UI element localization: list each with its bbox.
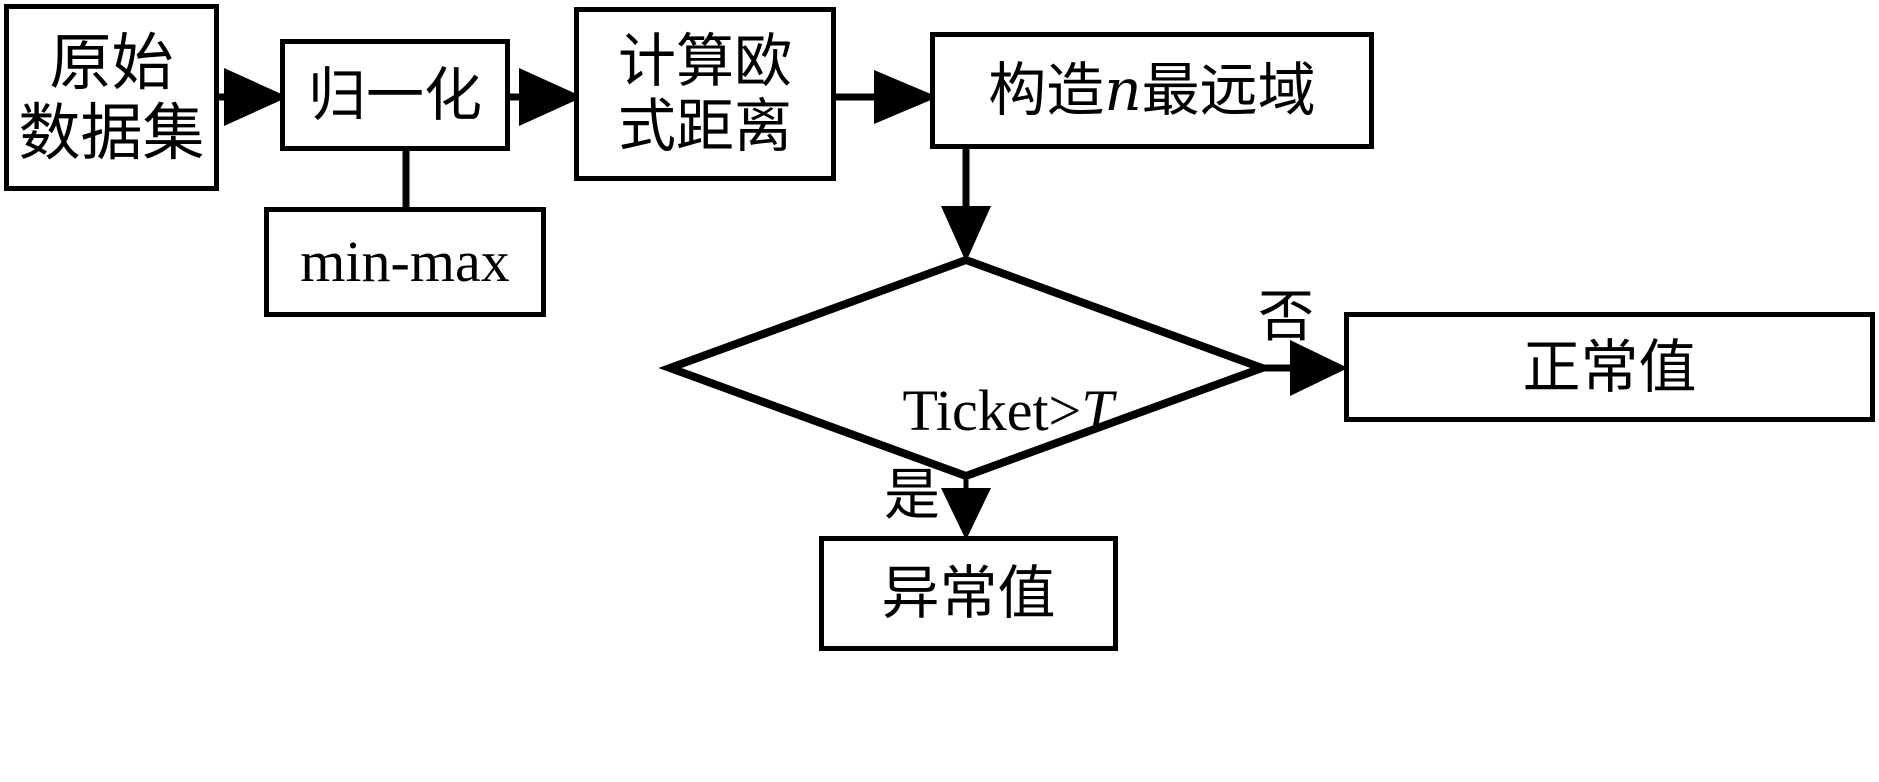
node-minmax-label: min-max: [300, 228, 510, 294]
node-n-farthest-variable: n: [1104, 56, 1142, 125]
node-minmax[interactable]: min-max: [264, 207, 546, 317]
node-n-farthest-suffix: 最远域: [1141, 56, 1316, 125]
edge-decision-to-abnormal: [941, 476, 991, 540]
decision-diamond: [658, 255, 1274, 481]
node-normal-value[interactable]: 正常值: [1344, 312, 1875, 422]
node-n-farthest-prefix: 构造: [988, 56, 1105, 125]
node-n-farthest-domain-label: 构造n最远域: [988, 58, 1315, 123]
edge-normalization-to-euclidean: [510, 68, 583, 126]
node-n-farthest-domain[interactable]: 构造n最远域: [930, 32, 1374, 149]
node-normalization-label: 归一化: [307, 60, 482, 129]
edge-label-no: 否: [1258, 285, 1314, 350]
edge-raw-to-normalization: [219, 68, 288, 126]
node-normalization[interactable]: 归一化: [280, 39, 510, 151]
node-raw-dataset[interactable]: 原始 数据集: [4, 4, 219, 191]
node-abnormal-value-label: 异常值: [881, 559, 1056, 628]
edge-euclidean-to-nfarthest: [836, 70, 938, 124]
edge-decision-to-normal: [1262, 340, 1348, 396]
node-normal-value-label: 正常值: [1522, 332, 1697, 401]
node-euclidean[interactable]: 计算欧 式距离: [574, 7, 836, 181]
node-euclidean-label: 计算欧 式距离: [617, 27, 792, 160]
node-raw-dataset-label: 原始 数据集: [18, 26, 205, 169]
edge-label-yes: 是: [884, 463, 940, 528]
node-abnormal-value[interactable]: 异常值: [819, 536, 1118, 651]
edge-nfarthest-to-decision: [941, 149, 991, 262]
